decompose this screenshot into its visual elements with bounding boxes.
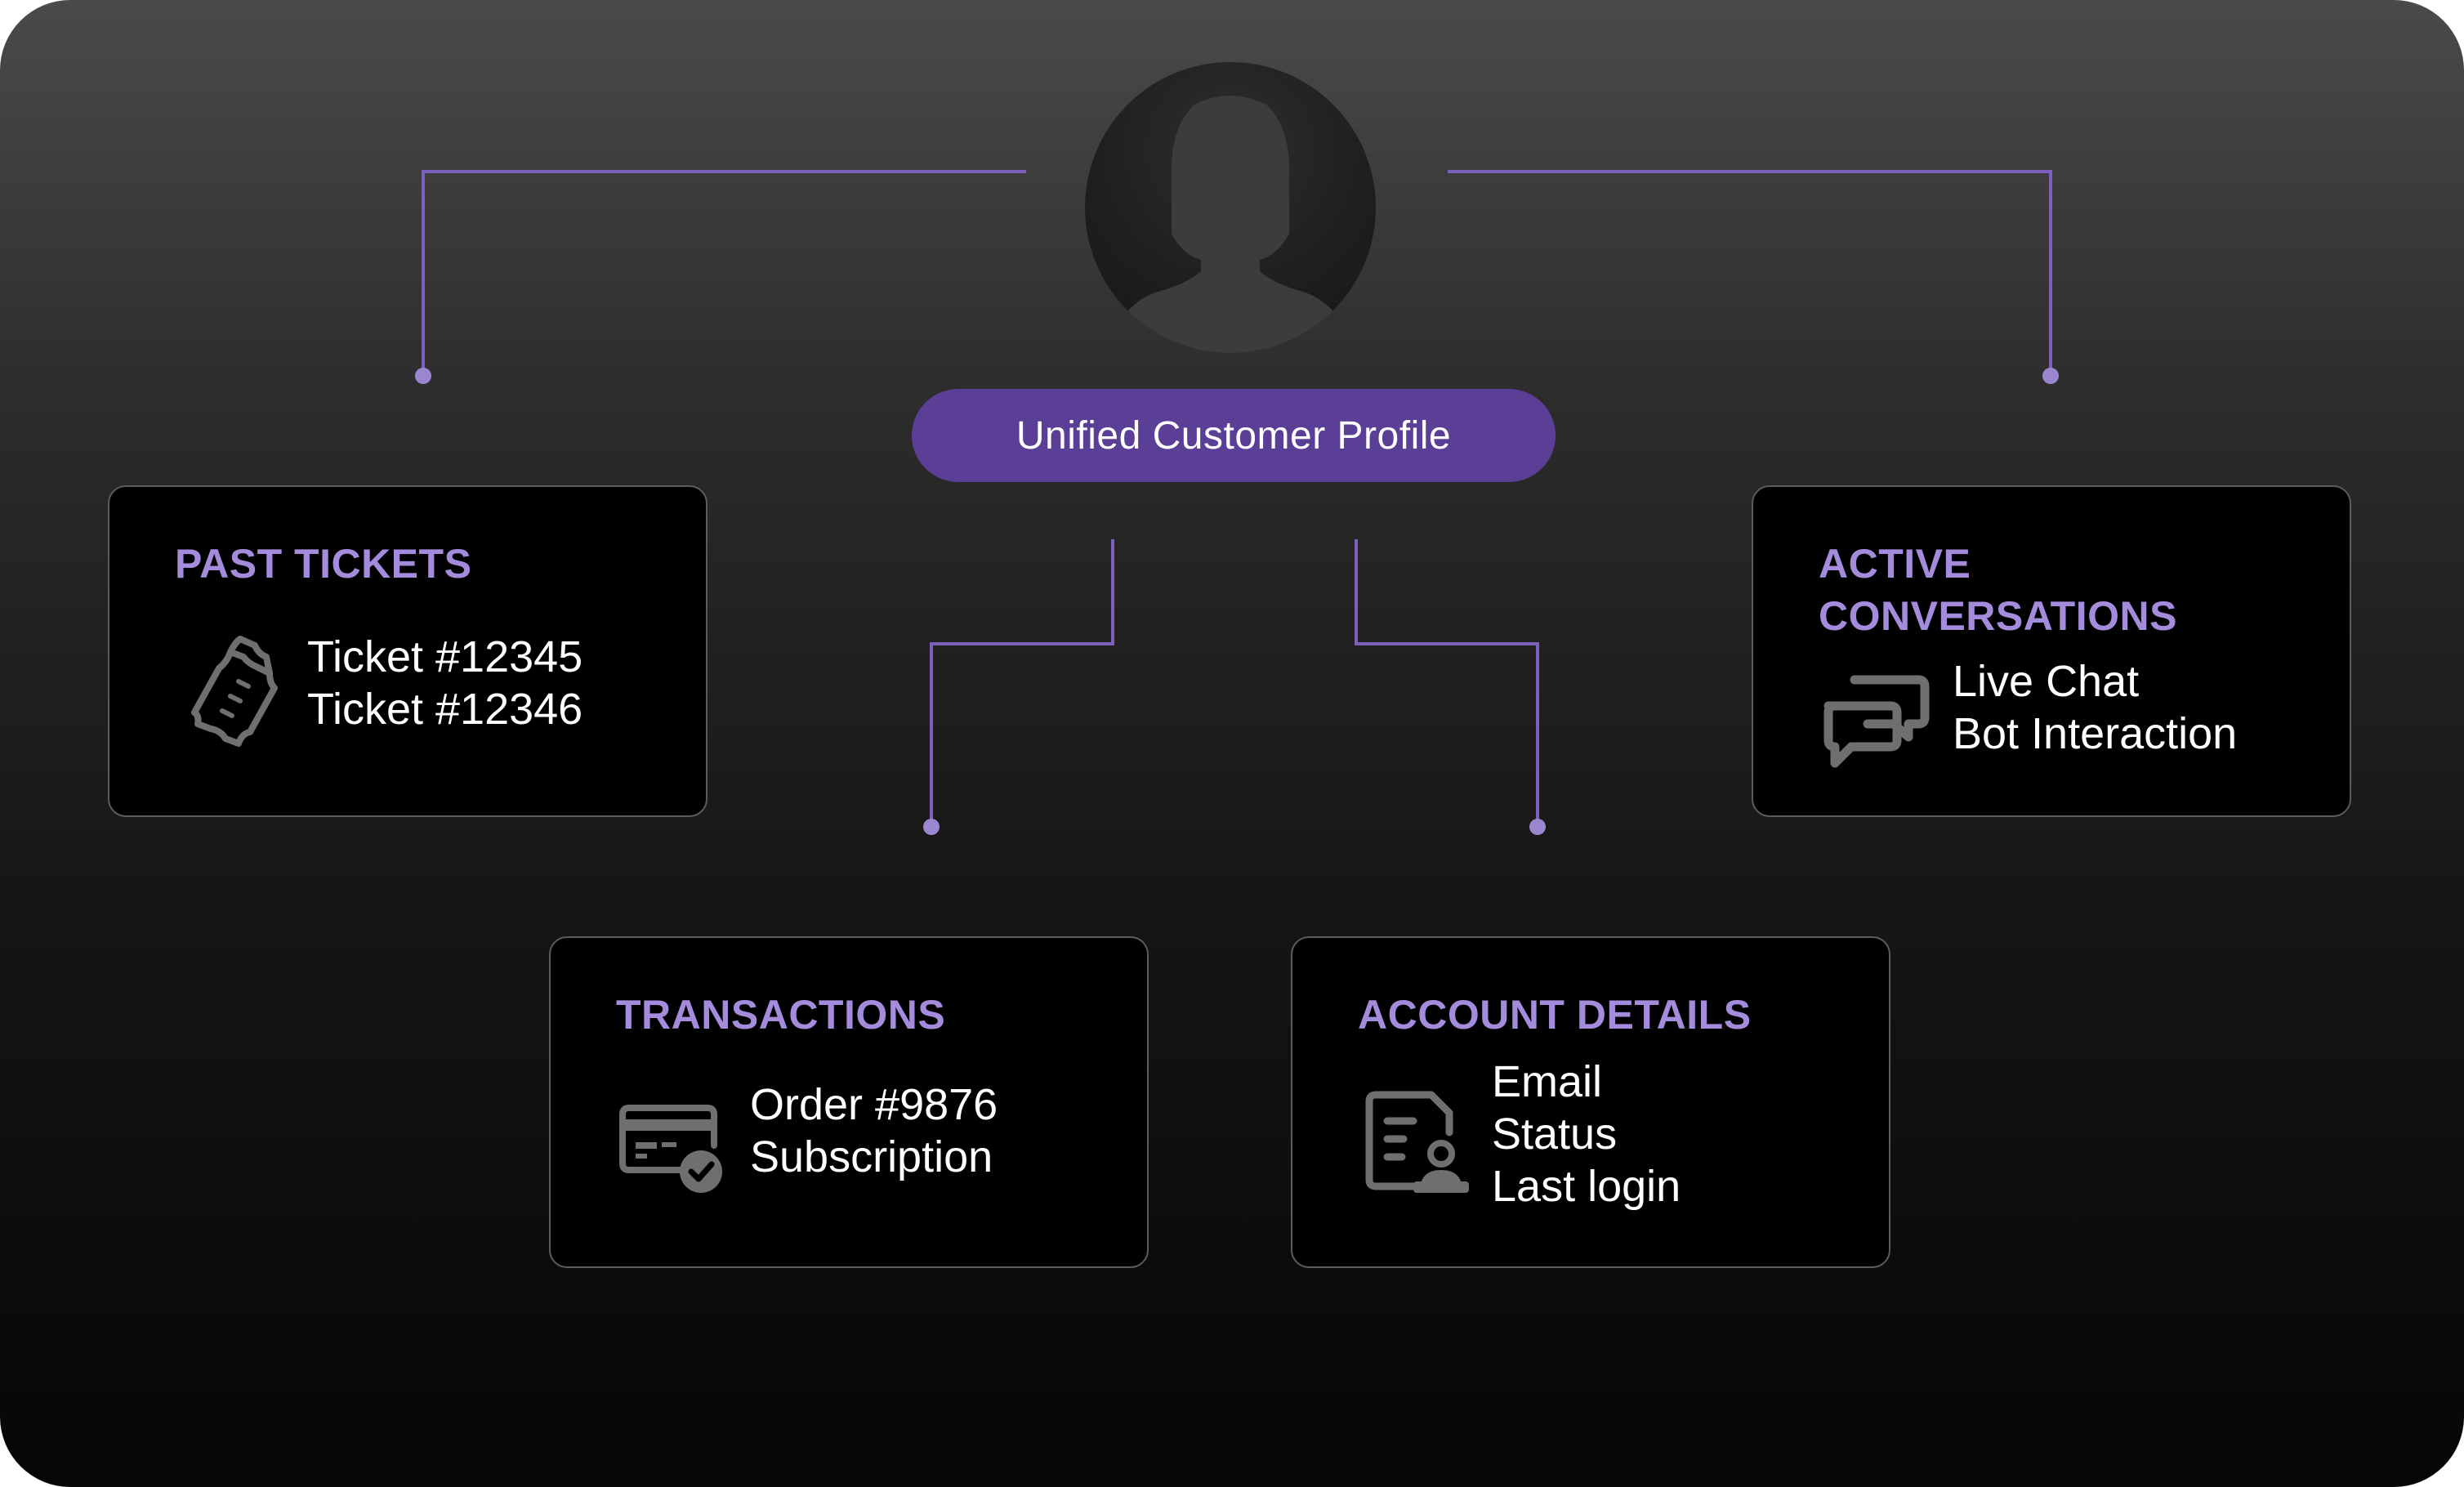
customer-avatar (1085, 62, 1376, 353)
ticket-icon (191, 636, 278, 747)
list-item: Live Chat (1953, 657, 2140, 706)
list-item: Email (1492, 1057, 1603, 1106)
connector-dot-transactions (923, 819, 940, 835)
past-tickets-items: Ticket #12345 Ticket #12346 (307, 631, 583, 735)
account-document-icon (1365, 1091, 1469, 1193)
active-conversations-card: ACTIVE CONVERSATIONS Live Chat Bot Inter… (1752, 485, 2351, 817)
credit-card-check-icon (619, 1105, 722, 1193)
list-item: Bot Interaction (1953, 709, 2238, 758)
chat-bubbles-icon (1823, 675, 1930, 768)
connector-dot-past-tickets (415, 368, 431, 384)
connector-dot-account-details (1529, 819, 1546, 835)
transactions-card: TRANSACTIONS Order #9876 Subscription (549, 936, 1149, 1268)
unified-customer-profile-label: Unified Customer Profile (912, 389, 1556, 482)
active-conversations-items: Live Chat Bot Interaction (1953, 655, 2237, 760)
transactions-title: TRANSACTIONS (616, 992, 946, 1038)
past-tickets-title: PAST TICKETS (175, 541, 472, 587)
user-silhouette-icon (1116, 96, 1345, 353)
account-details-items: Email Status Last login (1492, 1056, 1681, 1212)
connector-active-conversations (1448, 170, 2052, 376)
list-item: Last login (1492, 1162, 1681, 1211)
account-details-title: ACCOUNT DETAILS (1358, 992, 1752, 1038)
list-item: Ticket #12345 (307, 632, 583, 681)
connector-dot-active-conversations (2042, 368, 2059, 384)
list-item: Ticket #12346 (307, 685, 583, 734)
connector-account-details (1355, 539, 1539, 827)
transactions-items: Order #9876 Subscription (750, 1078, 998, 1183)
active-conversations-title: ACTIVE CONVERSATIONS (1819, 541, 2177, 639)
connector-transactions (930, 539, 1114, 827)
past-tickets-card: PAST TICKETS Ticket #12345 Ticket #12346 (108, 485, 708, 817)
list-item: Order #9876 (750, 1080, 998, 1129)
list-item: Subscription (750, 1132, 993, 1181)
connector-past-tickets (422, 170, 1026, 376)
list-item: Status (1492, 1110, 1618, 1159)
account-details-card: ACCOUNT DETAILS Email Status Last login (1291, 936, 1890, 1268)
